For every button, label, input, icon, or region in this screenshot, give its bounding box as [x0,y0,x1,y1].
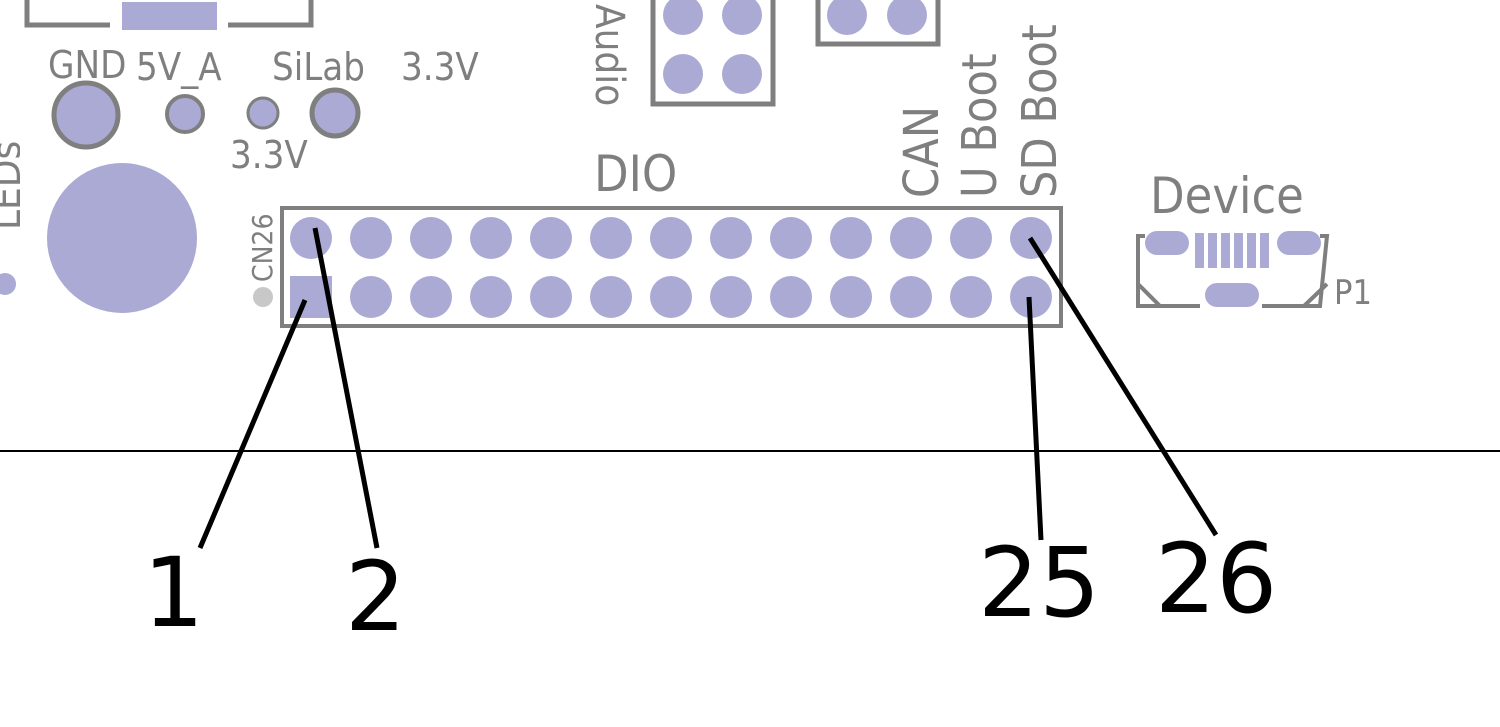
gnd-testpoint [51,80,121,150]
dio-pin-4-pad [350,217,392,259]
dio-pin-11-pad [590,276,632,318]
cn26-label: CN26 [246,214,279,282]
dio-pin-6-pad [410,217,452,259]
dio-pin-15-pad [710,276,752,318]
p1-label: P1 [1334,273,1372,313]
boot-jumper-header [815,0,941,47]
dio-pin-24-pad [950,217,992,259]
3v3-bottom-label: 3.3V [230,133,308,177]
dio-pin-9-pad [530,276,572,318]
usb-device-connector [1136,231,1330,308]
dio-pin-2-pad [290,217,332,259]
dio-pin-20-pad [830,217,872,259]
device-label: Device [1150,167,1304,225]
top-left-connector-fragment [24,0,314,30]
dio-pin-10-pad [530,217,572,259]
dio-header-outline [280,206,1063,328]
edge-pad [0,273,16,295]
dio-header-pads [290,217,1052,318]
callout-pin-25: 25 [978,527,1100,639]
audio-header [650,0,776,107]
5v-a-testpoint [165,94,205,134]
callout-leader-pin-26 [1027,236,1219,537]
edge-fragment-label: LEDs [0,141,30,230]
can-label: CAN [894,106,950,198]
callout-pin-1: 1 [143,537,204,649]
u-boot-label: U Boot [952,53,1008,198]
dio-label: DIO [594,145,677,203]
dio-pin-7-pad [470,276,512,318]
dio-pin-19-pad [830,276,872,318]
dio-pin-8-pad [470,217,512,259]
callout-leader-pin-25 [1026,296,1044,541]
callout-pin-26: 26 [1155,523,1277,635]
3v3-top-label: 3.3V [401,45,479,89]
dio-pin-12-pad [590,217,632,259]
pin1-marker-dot [253,287,273,307]
dio-pin-17-pad [770,276,812,318]
dio-pin-16-pad [710,217,752,259]
mounting-hole-pad [47,163,197,313]
callout-leader-pin-1 [197,299,308,549]
dio-pin-13-pad [650,276,692,318]
dio-pin-22-pad [890,217,932,259]
callout-leader-pin-2 [312,227,380,549]
5v-a-label: 5V_A [136,45,222,89]
dio-pin-5-pad [410,276,452,318]
audio-label: Audio [586,4,632,106]
dio-pin-23-pad [950,276,992,318]
silab-testpoint [246,96,280,130]
3v3-testpoint [309,87,361,139]
sd-boot-label: SD Boot [1012,24,1068,198]
dio-pin-18-pad [770,217,812,259]
dio-pin-14-pad [650,217,692,259]
silab-label: SiLab [272,45,365,89]
callout-pin-2: 2 [345,541,406,653]
dio-pin-21-pad [890,276,932,318]
gnd-label: GND [48,43,126,87]
dio-pin-3-pad [350,276,392,318]
